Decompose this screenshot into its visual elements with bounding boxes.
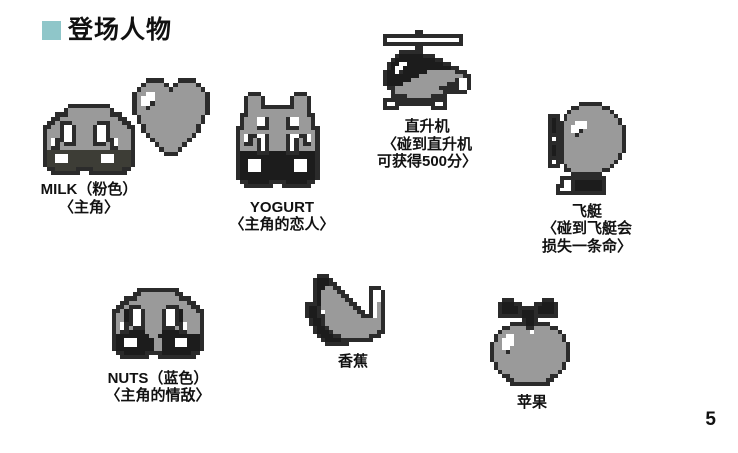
item-entry-airship: 飞艇 〈碰到飞艇会 损失一条命〉 [502, 102, 672, 256]
title-bullet-square [42, 21, 61, 40]
sprite-holder [42, 104, 135, 176]
caption-line: 〈碰到直升机 [381, 135, 472, 153]
item-entry-apple: 苹果 [466, 298, 598, 412]
caption-line: 〈主角的情敌〉 [105, 387, 211, 405]
caption-line: 香蕉 [337, 353, 368, 370]
sprite-holder [490, 298, 574, 386]
item-entry-banana: 香蕉 [288, 274, 418, 371]
caption-line: MILK（粉色） [40, 181, 138, 199]
sprite-holder [305, 274, 401, 346]
page-title: 登场人物 [68, 16, 173, 44]
sprite-holder [235, 92, 328, 193]
milk-character-sprite [42, 104, 135, 176]
character-entry-milk: MILK（粉色） 〈主角〉 [14, 104, 164, 217]
caption-yogurt: YOGURT 〈主角的恋人〉 [229, 199, 334, 234]
caption-line: 直升机 [404, 118, 450, 135]
caption-line: 可获得500分〉 [376, 153, 478, 171]
caption-milk: MILK（粉色） 〈主角〉 [41, 181, 138, 216]
caption-nuts: NUTS（蓝色） 〈主角的情敌〉 [105, 370, 210, 405]
caption-line: 苹果 [516, 394, 547, 411]
decorative-entry-heart [126, 78, 216, 157]
sprite-holder [111, 288, 204, 364]
helicopter-sprite [375, 30, 479, 110]
page-title-block: 登场人物 [42, 18, 172, 43]
heart-sprite [131, 78, 210, 157]
caption-line: 〈碰到飞艇会 [541, 220, 632, 238]
caption-line: 飞艇 [571, 202, 602, 220]
yogurt-character-sprite [235, 92, 328, 193]
airship-sprite [540, 102, 634, 196]
caption-apple: 苹果 [517, 394, 547, 412]
caption-airship: 飞艇 〈碰到飞艇会 损失一条命〉 [542, 203, 632, 256]
caption-line: 损失一条命〉 [541, 237, 632, 255]
item-entry-helicopter: 直升机 〈碰到直升机 可获得500分〉 [352, 30, 502, 171]
nuts-character-sprite [111, 288, 204, 364]
caption-line: 〈主角〉 [58, 199, 119, 217]
page-number: 5 [705, 409, 716, 430]
caption-helicopter: 直升机 〈碰到直升机 可获得500分〉 [377, 118, 477, 171]
caption-banana: 香蕉 [338, 353, 368, 371]
caption-line: 〈主角的恋人〉 [229, 216, 335, 234]
apple-sprite [490, 298, 574, 386]
sprite-holder [540, 102, 634, 196]
sprite-holder [375, 30, 479, 110]
character-entry-nuts: NUTS（蓝色） 〈主角的情敌〉 [78, 288, 238, 405]
caption-line: NUTS（蓝色） [107, 369, 209, 387]
banana-sprite [305, 274, 401, 346]
character-entry-yogurt: YOGURT 〈主角的恋人〉 [212, 92, 352, 234]
caption-line: YOGURT [249, 198, 315, 216]
sprite-holder [131, 78, 210, 157]
